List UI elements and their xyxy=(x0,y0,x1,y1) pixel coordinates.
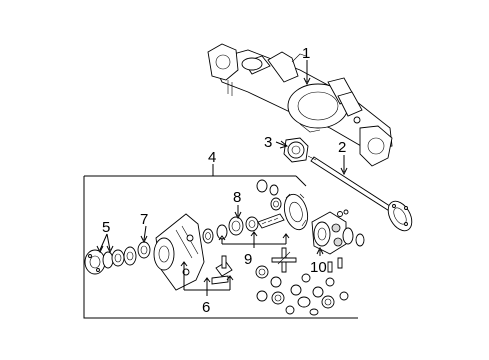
callout-labels: 1 2 3 4 5 6 7 8 9 10 xyxy=(102,45,346,316)
pinion-bearings xyxy=(202,179,282,244)
callout-9: 9 xyxy=(244,251,252,268)
companion-flange-group xyxy=(84,246,137,275)
callout-10: 10 xyxy=(310,259,327,276)
ring-and-pinion xyxy=(257,193,309,231)
carrier-housing xyxy=(137,213,205,291)
callout-6: 6 xyxy=(202,299,210,316)
carrier-assembly-frame xyxy=(83,175,358,319)
small-parts xyxy=(211,255,349,316)
callout-2: 2 xyxy=(338,139,346,156)
cross-shaft xyxy=(271,247,297,273)
callout-8: 8 xyxy=(233,189,241,206)
callout-3: 3 xyxy=(264,134,272,151)
callout-7: 7 xyxy=(140,211,148,228)
differential-case xyxy=(311,209,365,255)
callout-1: 1 xyxy=(302,45,310,62)
leader-lines xyxy=(96,60,348,296)
callout-4: 4 xyxy=(208,149,216,166)
axle-shaft xyxy=(307,155,413,232)
axle-housing xyxy=(207,43,393,167)
hub-bearing xyxy=(283,137,309,163)
callout-5: 5 xyxy=(102,219,110,236)
